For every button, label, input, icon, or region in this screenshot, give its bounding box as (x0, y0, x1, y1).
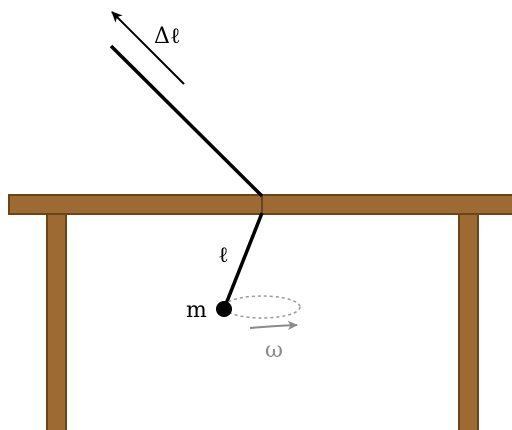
mass-label: m (186, 298, 207, 323)
omega-arrow (249, 320, 298, 330)
omega-label: ω (265, 338, 283, 363)
mass-bob (216, 301, 232, 317)
pull-arrow (111, 11, 185, 85)
table-top (8, 194, 512, 215)
table-leg-right (458, 204, 479, 430)
table-leg-left (46, 204, 67, 430)
string-lower (222, 212, 264, 310)
length-label: ℓ (218, 243, 229, 268)
orbit-path (223, 295, 301, 319)
string-upper (109, 44, 264, 198)
delta-length-label: Δℓ (154, 24, 180, 49)
